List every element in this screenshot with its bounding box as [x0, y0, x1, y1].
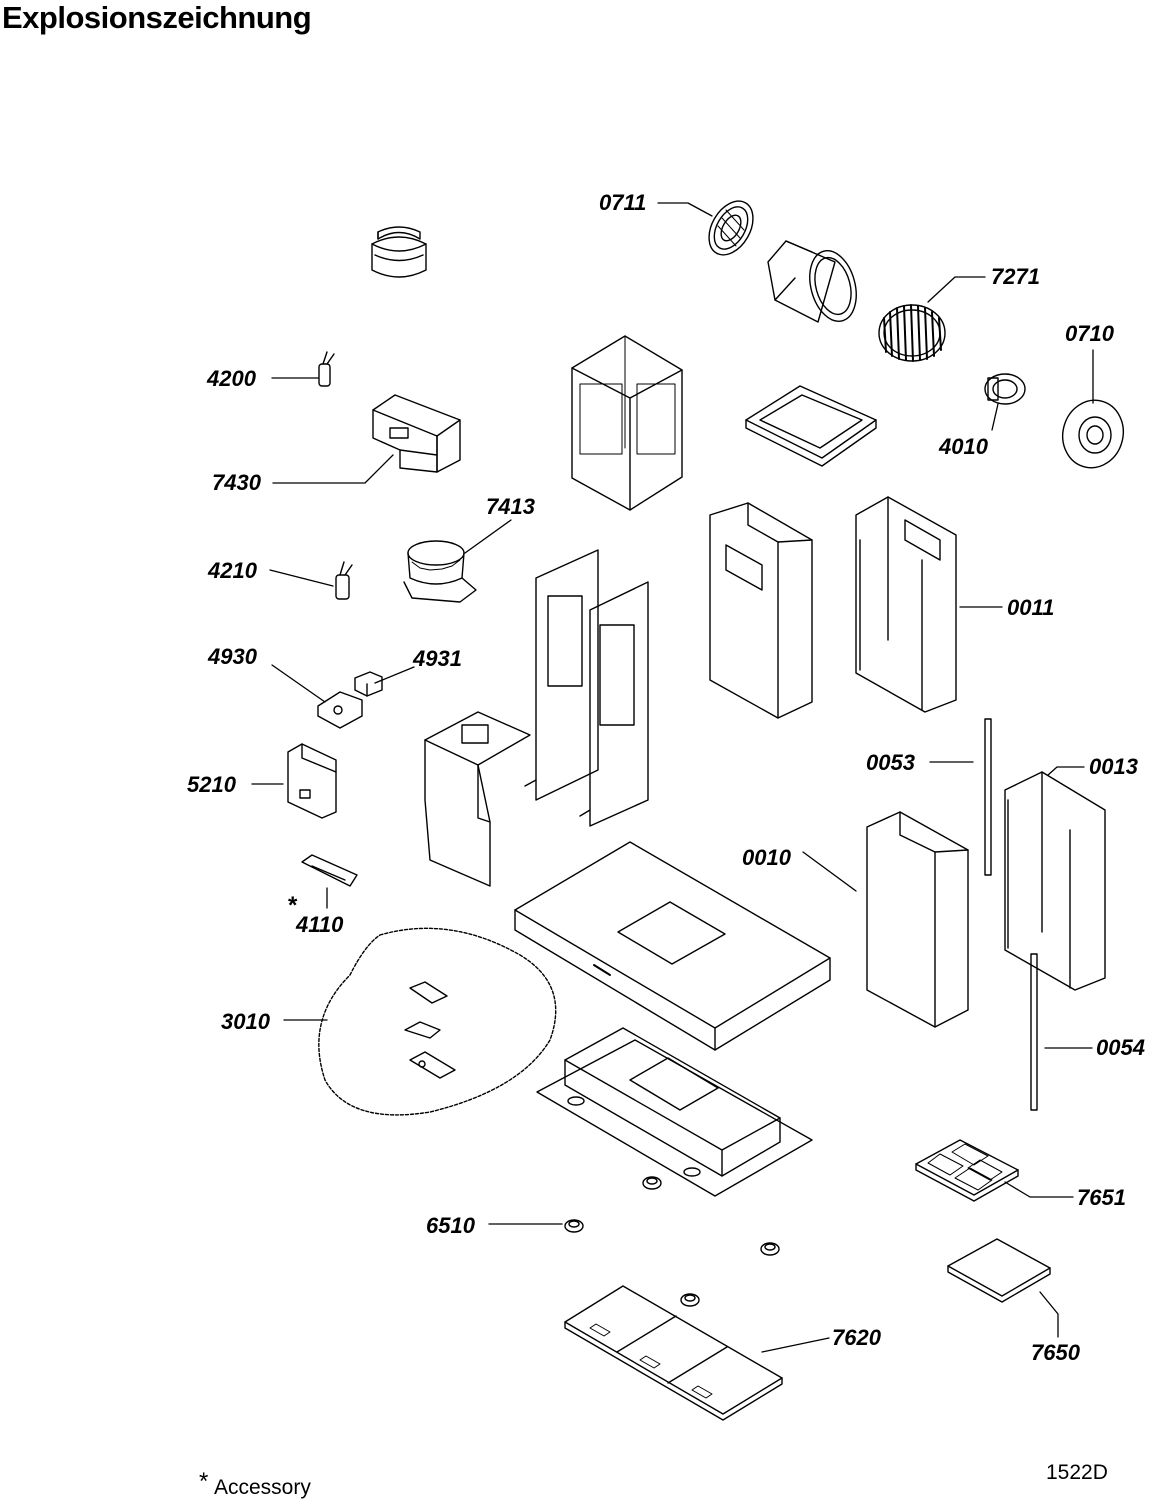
part-label-4931: 4931 [413, 646, 462, 671]
part-label-4210: 4210 [208, 558, 257, 583]
block-4931 [355, 672, 382, 696]
diverter-7430 [373, 395, 460, 472]
rail-0054 [1031, 954, 1037, 1110]
part-label-0054: 0054 [1096, 1035, 1145, 1060]
hood-bottom [537, 1028, 812, 1196]
part-label-0711: 0711 [599, 190, 647, 215]
part-label-0053: 0053 [866, 750, 915, 775]
duct-collar [372, 227, 426, 277]
footer-accessory-note: Accessory [214, 1476, 311, 1499]
motor-mount [746, 386, 876, 466]
part-label-4010: 4010 [939, 434, 988, 459]
blower-base [425, 712, 530, 886]
chimney-upper-front [710, 503, 812, 718]
motor-4010 [985, 374, 1025, 404]
accessory-bag-3010 [319, 928, 556, 1115]
part-label-4110: 4110 [296, 912, 344, 937]
part-label-7620: 7620 [832, 1325, 881, 1350]
chimney-lower-front [867, 812, 968, 1027]
hood-canopy [515, 842, 830, 1050]
chimney-lower-rear [1005, 772, 1105, 990]
footer-star: * [199, 1468, 209, 1495]
capacitor-4210 [336, 562, 352, 599]
plate-0710 [1055, 393, 1131, 474]
accessory-marker: * [288, 892, 298, 919]
part-label-4930: 4930 [208, 644, 257, 669]
part-label-4200: 4200 [207, 366, 256, 391]
impeller-7271 [879, 305, 945, 361]
part-label-7430: 7430 [212, 470, 261, 495]
rail-0053 [985, 719, 991, 875]
filter-frame-7651 [916, 1140, 1018, 1201]
electronics-5210 [288, 744, 336, 818]
part-label-0013: 0013 [1089, 754, 1138, 779]
part-label-7271: 7271 [991, 264, 1040, 289]
frame-chimney [572, 336, 682, 510]
page-title: Explosionszeichnung [2, 0, 312, 35]
grille-0711 [700, 193, 762, 262]
part-label-6510: 6510 [426, 1213, 475, 1238]
capacitor-4200 [319, 352, 334, 386]
part-label-7413: 7413 [486, 494, 535, 519]
connector-7413 [404, 541, 476, 602]
chimney-upper-rear [856, 497, 956, 712]
part-label-7651: 7651 [1077, 1185, 1126, 1210]
part-label-0010: 0010 [742, 845, 791, 870]
grease-filters-7620 [565, 1286, 782, 1420]
switch-4930 [318, 692, 362, 728]
module-4110 [302, 855, 357, 886]
drawing-code: 1522D [1046, 1461, 1108, 1484]
part-label-0011: 0011 [1007, 595, 1055, 620]
part-label-7650: 7650 [1031, 1340, 1080, 1365]
support-brackets [525, 550, 648, 826]
carbon-filter-7650 [948, 1239, 1050, 1302]
fan-housing [768, 241, 864, 326]
part-label-0710: 0710 [1065, 321, 1114, 346]
lamps-6510 [565, 1177, 779, 1306]
part-label-3010: 3010 [221, 1009, 270, 1034]
part-label-5210: 5210 [187, 772, 236, 797]
